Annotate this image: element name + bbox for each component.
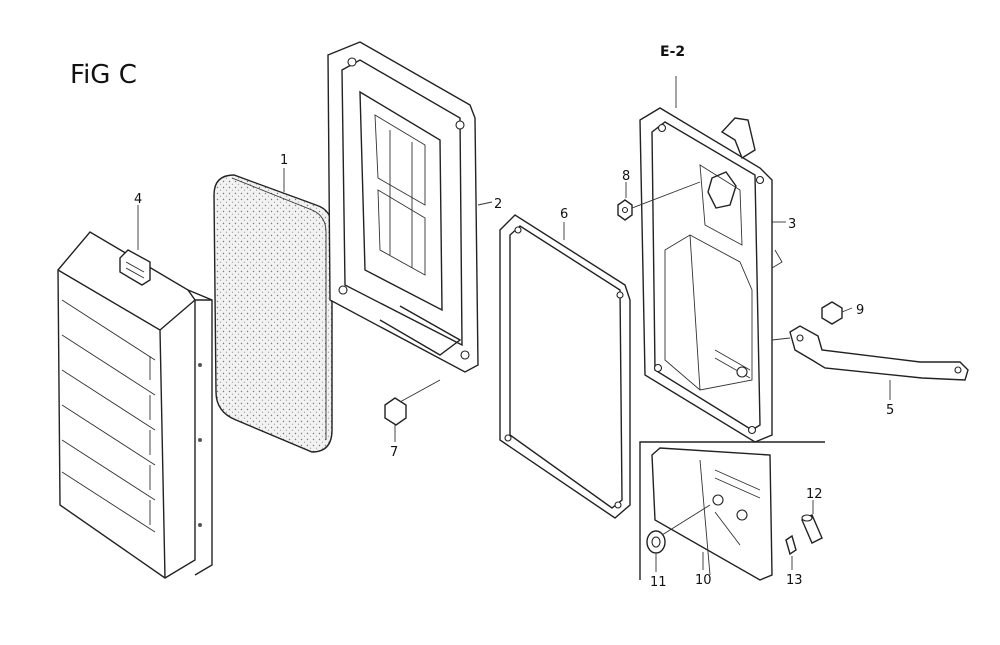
stay-bracket (789, 325, 969, 381)
callout-12: 12 (806, 487, 823, 502)
gasket (499, 214, 631, 519)
callout-9: 9 (856, 303, 864, 318)
reference-label: E-2 (660, 44, 686, 60)
nut-8 (617, 181, 701, 221)
callout-8: 8 (622, 169, 630, 184)
air-cleaner-case (327, 41, 479, 373)
air-cleaner-cover (57, 231, 213, 579)
callout-1: 1 (280, 153, 288, 168)
callout-5: 5 (886, 403, 894, 418)
bolt-7 (384, 379, 441, 426)
callout-2: 2 (494, 197, 502, 212)
foam-element (213, 174, 333, 453)
pin-12 (801, 514, 823, 544)
callout-13: 13 (786, 573, 803, 588)
leader-line-2 (477, 201, 493, 206)
callout-6: 6 (560, 207, 568, 222)
callout-7: 7 (390, 445, 398, 460)
callout-4: 4 (134, 192, 142, 207)
callout-11: 11 (650, 575, 667, 590)
leader-line-stay (771, 337, 791, 341)
callout-10: 10 (695, 573, 712, 588)
air-cleaner-base (639, 107, 783, 443)
clip-13 (785, 534, 797, 556)
figure-title: FiG C (70, 60, 137, 90)
grommet-11 (646, 504, 711, 554)
detail-inset (639, 441, 825, 581)
bolt-9 (821, 301, 853, 325)
callout-3: 3 (788, 217, 796, 232)
